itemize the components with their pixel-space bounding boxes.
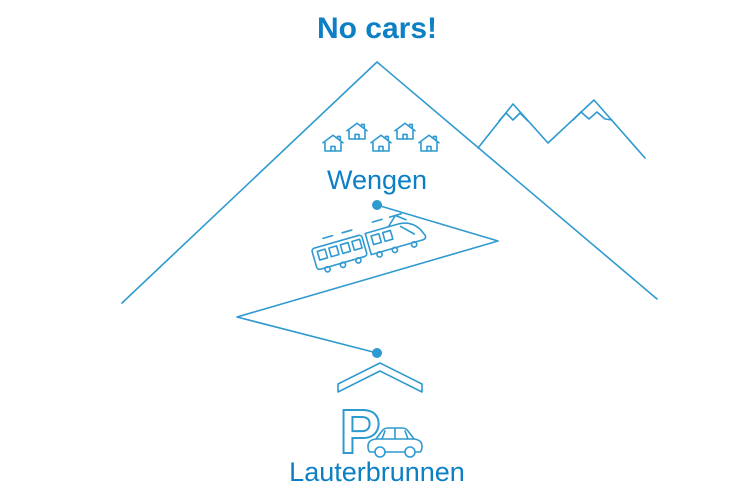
house-icon: [370, 134, 392, 152]
page-title: No cars!: [317, 12, 437, 45]
railway-zigzag-path: [236, 204, 499, 354]
car-icon: [367, 427, 423, 458]
village-houses: [322, 122, 440, 152]
house-icon: [418, 134, 440, 152]
house-icon: [346, 122, 368, 140]
lauterbrunnen-station-dot: [372, 348, 382, 358]
parking-p-sign: P: [339, 398, 380, 467]
house-icon: [394, 122, 416, 140]
house-icon: [322, 134, 344, 152]
garage-roof: [337, 362, 423, 393]
parking-garage-icon: P: [337, 362, 423, 468]
wengen-label: Wengen: [327, 165, 427, 195]
mountain-outline-icon: [121, 61, 658, 304]
lauterbrunnen-label: Lauterbrunnen: [289, 457, 465, 487]
train-icon: [311, 213, 427, 273]
snow-peaks-icon: [477, 99, 646, 159]
